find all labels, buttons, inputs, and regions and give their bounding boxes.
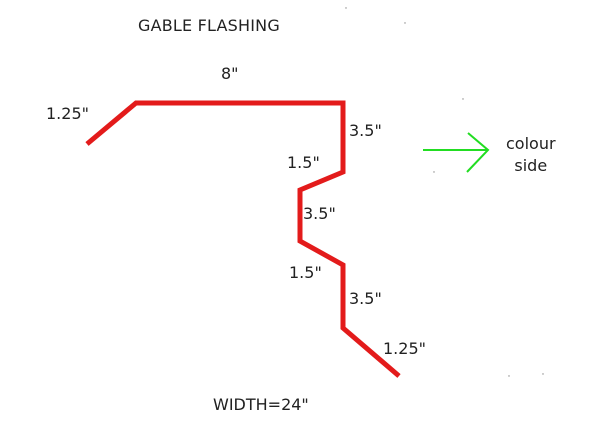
- dimension-top: 8": [221, 64, 239, 83]
- diagram-title: GABLE FLASHING: [138, 16, 280, 35]
- scan-speckles: [345, 7, 544, 377]
- colour-side-label: colour side: [506, 133, 556, 177]
- total-width-label: WIDTH=24": [213, 395, 309, 414]
- dimension-right-1: 3.5": [349, 121, 382, 140]
- dimension-bottom-hem: 1.25": [383, 339, 426, 358]
- colour-side-line1: colour: [506, 134, 556, 153]
- right-arrow-icon: [423, 132, 490, 173]
- flashing-profile: [85, 100, 401, 378]
- dimension-jog-2: 1.5": [289, 263, 322, 282]
- dimension-jog-1: 1.5": [287, 153, 320, 172]
- dimension-right-2: 3.5": [303, 204, 336, 223]
- colour-side-line2: side: [514, 156, 548, 175]
- dimension-right-3: 3.5": [349, 289, 382, 308]
- dimension-left-hem: 1.25": [46, 104, 89, 123]
